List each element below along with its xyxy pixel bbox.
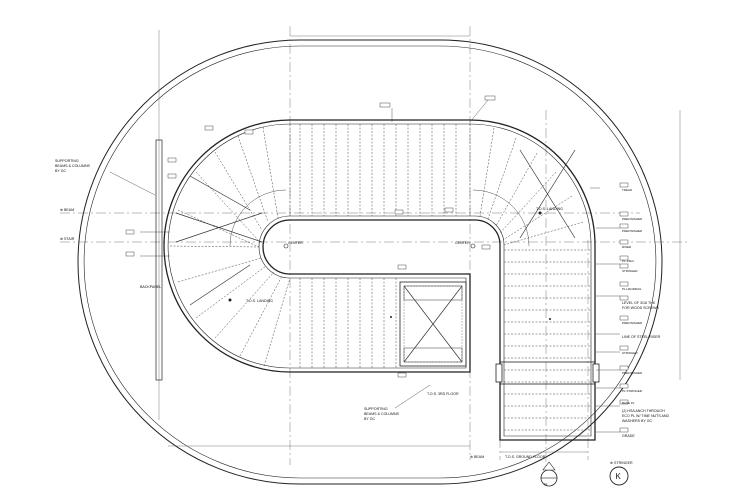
right-tag-12: BASE PL bbox=[622, 401, 635, 405]
arc-dimension-right bbox=[472, 189, 530, 247]
supporting-note-bottom-3: BY GC bbox=[364, 417, 376, 421]
supporting-note-bottom-2: BEAMS & COLUMNS bbox=[364, 412, 400, 416]
line-of-steel-riser: LINE OF STEEL RISER bbox=[622, 335, 661, 339]
right-tag-4: RISER bbox=[622, 245, 632, 249]
landing-bracing bbox=[175, 149, 576, 306]
treads-note-1: LEVEL OF 3/16 THK bbox=[622, 301, 656, 305]
winder-treads bbox=[169, 124, 584, 367]
supporting-note-bottom-1: SUPPORTING bbox=[364, 407, 388, 411]
stair-inner-stringer bbox=[167, 123, 592, 437]
right-tag-9: STRINGER bbox=[622, 351, 638, 355]
right-tag-7: PL HANDRAIL bbox=[622, 287, 642, 291]
section-mark: E1 bbox=[540, 461, 558, 487]
outer-oval-inner-outline bbox=[83, 45, 657, 479]
tos-landing-lower: T.O.S. LANDING bbox=[246, 299, 273, 303]
center-label-right: CENTER bbox=[455, 241, 470, 245]
lower-landing-panel bbox=[399, 281, 467, 367]
embed-note-3: WASHERS BY GC bbox=[622, 419, 653, 423]
base-plate bbox=[499, 361, 596, 385]
right-tag-3: PREFINISHED bbox=[622, 229, 643, 233]
embed-plate-left bbox=[495, 363, 503, 383]
bolt-markers bbox=[228, 211, 551, 320]
right-tag-6: STRINGER bbox=[622, 269, 638, 273]
treads-top-run bbox=[299, 124, 457, 216]
treads-right-run bbox=[504, 249, 591, 431]
right-tag-2: PREFINISHED bbox=[622, 217, 643, 221]
gridline-bubble-label: K bbox=[616, 472, 622, 481]
leader-lines bbox=[109, 99, 620, 433]
outer-oval-outline bbox=[77, 39, 663, 485]
right-tag-8: PREFINISHED bbox=[622, 321, 643, 325]
right-tag-5: PL 3/8x3 bbox=[622, 259, 634, 263]
stair-outer-stringer bbox=[163, 119, 596, 441]
tos-landing-upper: T.O.S. LANDING bbox=[536, 207, 563, 211]
right-side-tags: TREAD PREFINISHED PREFINISHED RISER PL 3… bbox=[622, 188, 643, 405]
gridline-bubble: K bbox=[609, 466, 629, 486]
center-marker-right bbox=[470, 243, 476, 249]
left-support-beam bbox=[155, 139, 163, 381]
callout-tags bbox=[125, 95, 629, 433]
supporting-note-left-2: BEAMS & COLUMNS bbox=[55, 164, 91, 168]
right-tag-10: PREFINISHED bbox=[622, 371, 643, 375]
center-marker-left bbox=[283, 243, 289, 249]
embed-note-1: (2) HSA ANCH THROUGH bbox=[622, 409, 665, 413]
notes: SUPPORTING BEAMS & COLUMNS BY GC ⊕ BEAM … bbox=[55, 159, 670, 465]
embed-plate-right bbox=[592, 363, 600, 383]
supporting-note-left-3: BY GC bbox=[55, 169, 67, 173]
section-mark-label: E1 bbox=[544, 482, 548, 486]
stringer-label-bottom: ⊕ STRINGER bbox=[610, 461, 633, 465]
beam-label-bottom: ⊕ BEAM bbox=[470, 455, 484, 459]
embed-note-2: ECO PL W/ TIME NUTS AND bbox=[622, 414, 670, 418]
arc-dimension-left bbox=[229, 189, 287, 247]
grade-note: GRADE bbox=[622, 434, 635, 438]
construction-lines bbox=[60, 26, 690, 470]
right-tag-1: TREAD bbox=[622, 188, 633, 192]
supporting-note-left-1: SUPPORTING bbox=[55, 159, 79, 163]
right-tag-11: PL STRINGER bbox=[622, 389, 643, 393]
tos-3rd-floor: T.O.S. 3RD FLOOR bbox=[427, 392, 459, 396]
stair-label-left: ⊕ STAIR bbox=[60, 237, 75, 241]
backpanel-label: BACKPANEL bbox=[140, 285, 161, 289]
beam-label-left: ⊕ BEAM bbox=[60, 208, 74, 212]
tos-ground-floor: T.O.S. GROUND FLOOR bbox=[505, 455, 546, 459]
center-label-mid: CENTER bbox=[288, 241, 303, 245]
treads-lower-run bbox=[299, 278, 397, 368]
treads-note-2: FOR WOOD SCREWS bbox=[622, 306, 660, 310]
